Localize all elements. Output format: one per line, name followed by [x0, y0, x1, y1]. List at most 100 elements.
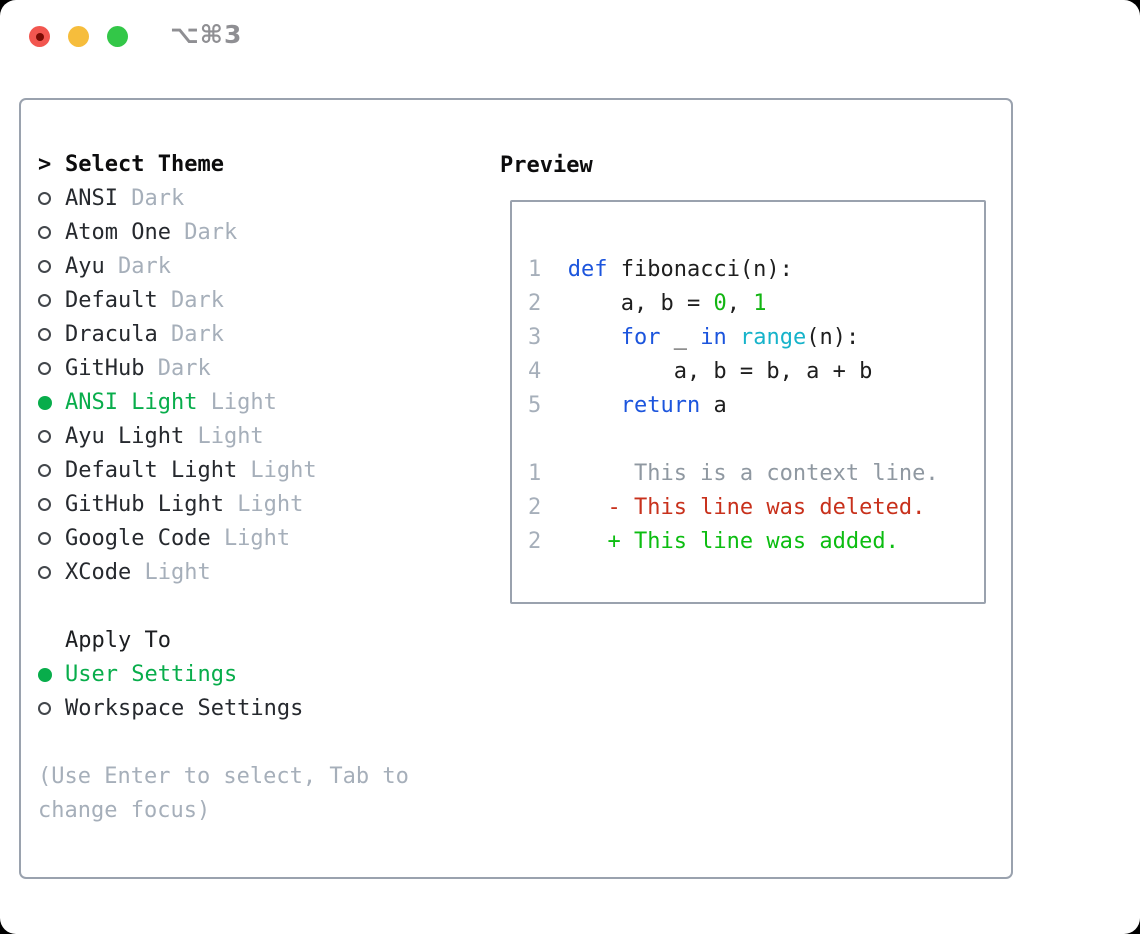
code-token: def — [567, 257, 608, 282]
option-label: ANSI Light — [65, 390, 198, 415]
radio-unselected-icon — [38, 318, 65, 352]
minimize-button[interactable] — [68, 26, 89, 47]
variant-badge: Dark — [184, 220, 238, 245]
titlebar: ⌥⌘3 — [0, 0, 1140, 72]
radio-circle — [38, 532, 51, 545]
code-token — [727, 321, 740, 355]
radio-unselected-icon — [38, 454, 65, 488]
code-token: (n): — [806, 325, 860, 350]
code-token — [568, 321, 621, 355]
code-token: return — [620, 393, 701, 418]
radio-circle — [38, 668, 52, 682]
line-number: 2 — [528, 291, 542, 316]
spacer — [528, 423, 984, 457]
theme-list-title: Select Theme — [65, 152, 224, 177]
radio-circle — [38, 362, 51, 375]
option-label: Ayu — [65, 254, 105, 279]
code-line: 1 def fibonacci(n): — [528, 253, 984, 287]
spacer — [38, 726, 409, 760]
usage-hint-line: (Use Enter to select, Tab to — [38, 764, 409, 789]
radio-unselected-icon — [38, 284, 65, 318]
spacer — [38, 590, 409, 624]
option-label: Workspace Settings — [65, 696, 304, 721]
radio-unselected-icon — [38, 420, 65, 454]
theme-option-ayu[interactable]: Ayu Dark — [38, 250, 409, 284]
radio-unselected-icon — [38, 556, 65, 590]
radio-unselected-icon — [38, 488, 65, 522]
variant-badge: Light — [223, 526, 291, 551]
window-title: ⌥⌘3 — [170, 20, 243, 49]
variant-badge: Light — [237, 492, 304, 517]
option-label: GitHub — [65, 356, 145, 381]
diff-text: This is a context line. — [567, 461, 939, 486]
variant-badge: Dark — [170, 288, 224, 313]
code-token: , — [726, 291, 754, 316]
option-label: Dracula — [65, 322, 158, 347]
radio-circle — [38, 260, 51, 273]
variant-badge: Dark — [131, 186, 185, 211]
code-token: fibonacci(n): — [607, 257, 793, 282]
radio-circle — [38, 192, 51, 205]
option-label: User Settings — [65, 662, 238, 687]
radio-circle — [38, 498, 51, 511]
radio-circle — [38, 396, 52, 410]
apply-to-title: Apply To — [65, 628, 171, 653]
line-number: 2 — [528, 495, 542, 520]
radio-circle — [38, 430, 51, 443]
preview-header: Preview — [500, 153, 593, 178]
apply-option-workspace-settings[interactable]: Workspace Settings — [38, 692, 409, 726]
theme-option-github-light[interactable]: GitHub Light Light — [38, 488, 409, 522]
radio-circle — [38, 226, 51, 239]
code-token: 0 — [713, 291, 727, 316]
option-label: Default — [65, 288, 158, 313]
code-token: range — [739, 325, 807, 350]
theme-option-atom-one[interactable]: Atom One Dark — [38, 216, 409, 250]
variant-badge: Dark — [157, 356, 211, 381]
radio-unselected-icon — [38, 522, 65, 556]
code-token: _ — [660, 325, 701, 350]
diff-text: + This line was added. — [567, 529, 899, 554]
apply-option-user-settings[interactable]: User Settings — [38, 658, 409, 692]
option-label: GitHub Light — [65, 492, 224, 517]
apply-to-indent — [38, 624, 65, 658]
diff-line-del: 2 - This line was deleted. — [528, 491, 984, 525]
theme-option-default[interactable]: Default Dark — [38, 284, 409, 318]
option-label: Atom One — [65, 220, 171, 245]
variant-badge: Light — [250, 458, 317, 483]
line-number: 3 — [528, 325, 542, 350]
code-line: 3 for _ in range(n): — [528, 321, 984, 355]
code-line: 5 return a — [528, 389, 984, 423]
code-token — [568, 389, 621, 423]
diff-text: - This line was deleted. — [567, 495, 926, 520]
line-number: 1 — [528, 461, 542, 486]
radio-circle — [38, 328, 51, 341]
zoom-button[interactable] — [107, 26, 128, 47]
radio-unselected-icon — [38, 352, 65, 386]
theme-option-github[interactable]: GitHub Dark — [38, 352, 409, 386]
radio-unselected-icon — [38, 182, 65, 216]
code-line: 4 a, b = b, a + b — [528, 355, 984, 389]
close-button[interactable] — [29, 26, 50, 47]
prompt-caret-icon: > — [38, 152, 52, 177]
diff-line-add: 2 + This line was added. — [528, 525, 984, 559]
line-number: 5 — [528, 393, 542, 418]
line-number: 1 — [528, 257, 542, 282]
theme-option-ansi-light[interactable]: ANSI Light Light — [38, 386, 409, 420]
code-token: for — [620, 325, 661, 350]
variant-badge: Dark — [117, 254, 171, 279]
variant-badge: Light — [210, 390, 277, 415]
line-number: 4 — [528, 359, 542, 384]
